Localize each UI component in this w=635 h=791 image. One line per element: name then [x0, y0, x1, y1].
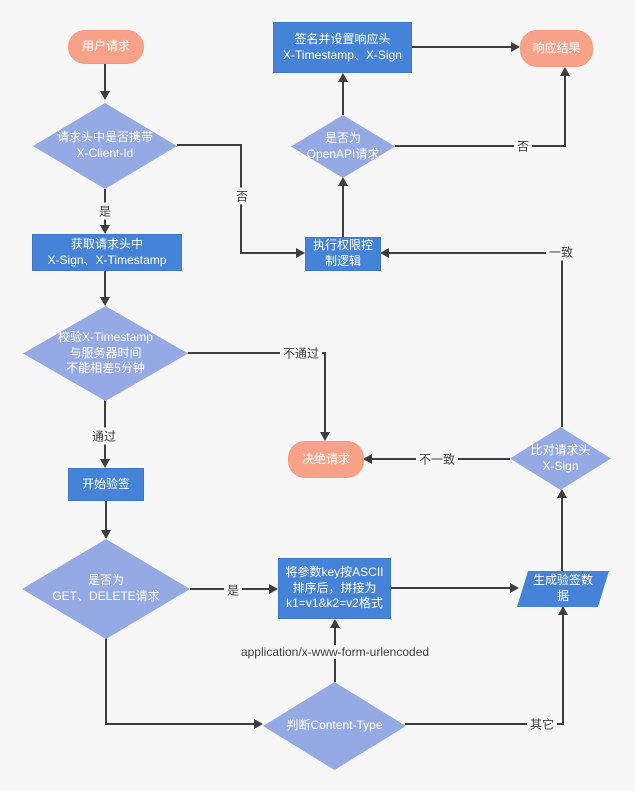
edge-openapi-response-h: [395, 145, 566, 147]
node-sort-params: 将参数key按ASCII 排序后，拼接为 k1=v1&k2=v2格式: [278, 558, 391, 619]
node-sign-response: 签名并设置响应头 X-Timestamp、X-Sign: [273, 22, 412, 73]
node-reject: 决绝请求: [288, 441, 364, 478]
node-check-openapi: 是否为 OpenAPI请求: [291, 115, 395, 178]
arrowhead-icon: [338, 177, 348, 186]
edge-checkclientid-perm-h2: [240, 252, 296, 254]
node-check-content-type: 判断Content-Type: [263, 682, 406, 770]
arrowhead-icon: [558, 606, 568, 615]
node-check-timestamp: 校验X-Timestamp 与服务器时间 不能相差5分钟: [23, 306, 188, 401]
node-get-headers: 获取请求头中 X-Sign、X-Timestamp: [32, 234, 182, 271]
edge-label-yes-2: 是: [223, 581, 243, 599]
arrowhead-icon: [100, 91, 110, 100]
node-gen-sign-data: 生成验签数 据: [517, 571, 609, 607]
edge-label-other: 其它: [526, 715, 558, 733]
edge-comparesign-perm-h: [389, 252, 562, 254]
arrowhead-icon: [363, 454, 372, 464]
arrowhead-icon: [320, 432, 330, 441]
edge-label-match: 一致: [545, 243, 577, 261]
arrowhead-icon: [510, 583, 519, 593]
node-response: 响应结果: [520, 30, 593, 67]
node-check-client-id: 请求头中是否携带 X-Client-Id: [33, 103, 177, 189]
node-check-method: 是否为 GET、DELETE请求: [22, 539, 190, 639]
arrowhead-icon: [380, 248, 389, 258]
node-start-verify: 开始验签: [68, 468, 144, 501]
edge-signresponse-response: [412, 46, 511, 48]
edge-startverify-checkmethod: [105, 501, 107, 530]
edge-sortparams-gensign: [390, 587, 510, 589]
edge-label-no-2: 否: [513, 137, 533, 155]
edge-label-fail: 不通过: [279, 344, 323, 362]
arrowhead-icon: [100, 225, 110, 234]
edge-checkmethod-contenttype-v: [105, 638, 107, 725]
edge-checktimestamp-reject-v: [324, 352, 326, 432]
arrowhead-icon: [100, 297, 110, 306]
arrowhead-icon: [269, 584, 278, 594]
edge-openapi-signresponse: [342, 82, 344, 115]
edge-getheaders-checktimestamp: [104, 271, 106, 298]
node-start: 用户请求: [68, 30, 144, 64]
arrowhead-icon: [100, 459, 110, 468]
arrowhead-icon: [511, 42, 520, 52]
arrowhead-icon: [557, 489, 567, 498]
edge-contenttype-gensign-v: [562, 615, 564, 725]
edge-checkclientid-perm-h1: [177, 144, 242, 146]
arrowhead-icon: [560, 67, 570, 76]
edge-comparesign-perm-v: [561, 253, 563, 427]
edge-gensign-comparesign: [561, 498, 563, 572]
node-perm-control: 执行权限控 制逻辑: [305, 237, 381, 271]
arrowhead-icon: [296, 248, 305, 258]
edge-checktimestamp-reject-h: [188, 352, 326, 354]
edge-start-checkclientid: [104, 64, 106, 91]
arrowhead-icon: [101, 530, 111, 539]
edge-label-no-1: 否: [232, 187, 252, 205]
arrowhead-icon: [338, 73, 348, 82]
edge-checkmethod-contenttype-h: [105, 723, 254, 725]
edge-contenttype-gensign-h: [405, 723, 564, 725]
edge-openapi-response-v: [564, 76, 566, 147]
node-compare-sign: 比对请求头 X-Sign: [510, 427, 611, 490]
edge-label-form-urlencoded: application/x-www-form-urlencoded: [237, 645, 433, 659]
edge-label-yes-1: 是: [95, 202, 115, 220]
edge-label-pass: 通过: [88, 427, 120, 445]
arrowhead-icon: [254, 719, 263, 729]
arrowhead-icon: [330, 619, 340, 628]
edge-perm-openapi: [342, 186, 344, 237]
edge-label-mismatch: 不一致: [415, 450, 459, 468]
